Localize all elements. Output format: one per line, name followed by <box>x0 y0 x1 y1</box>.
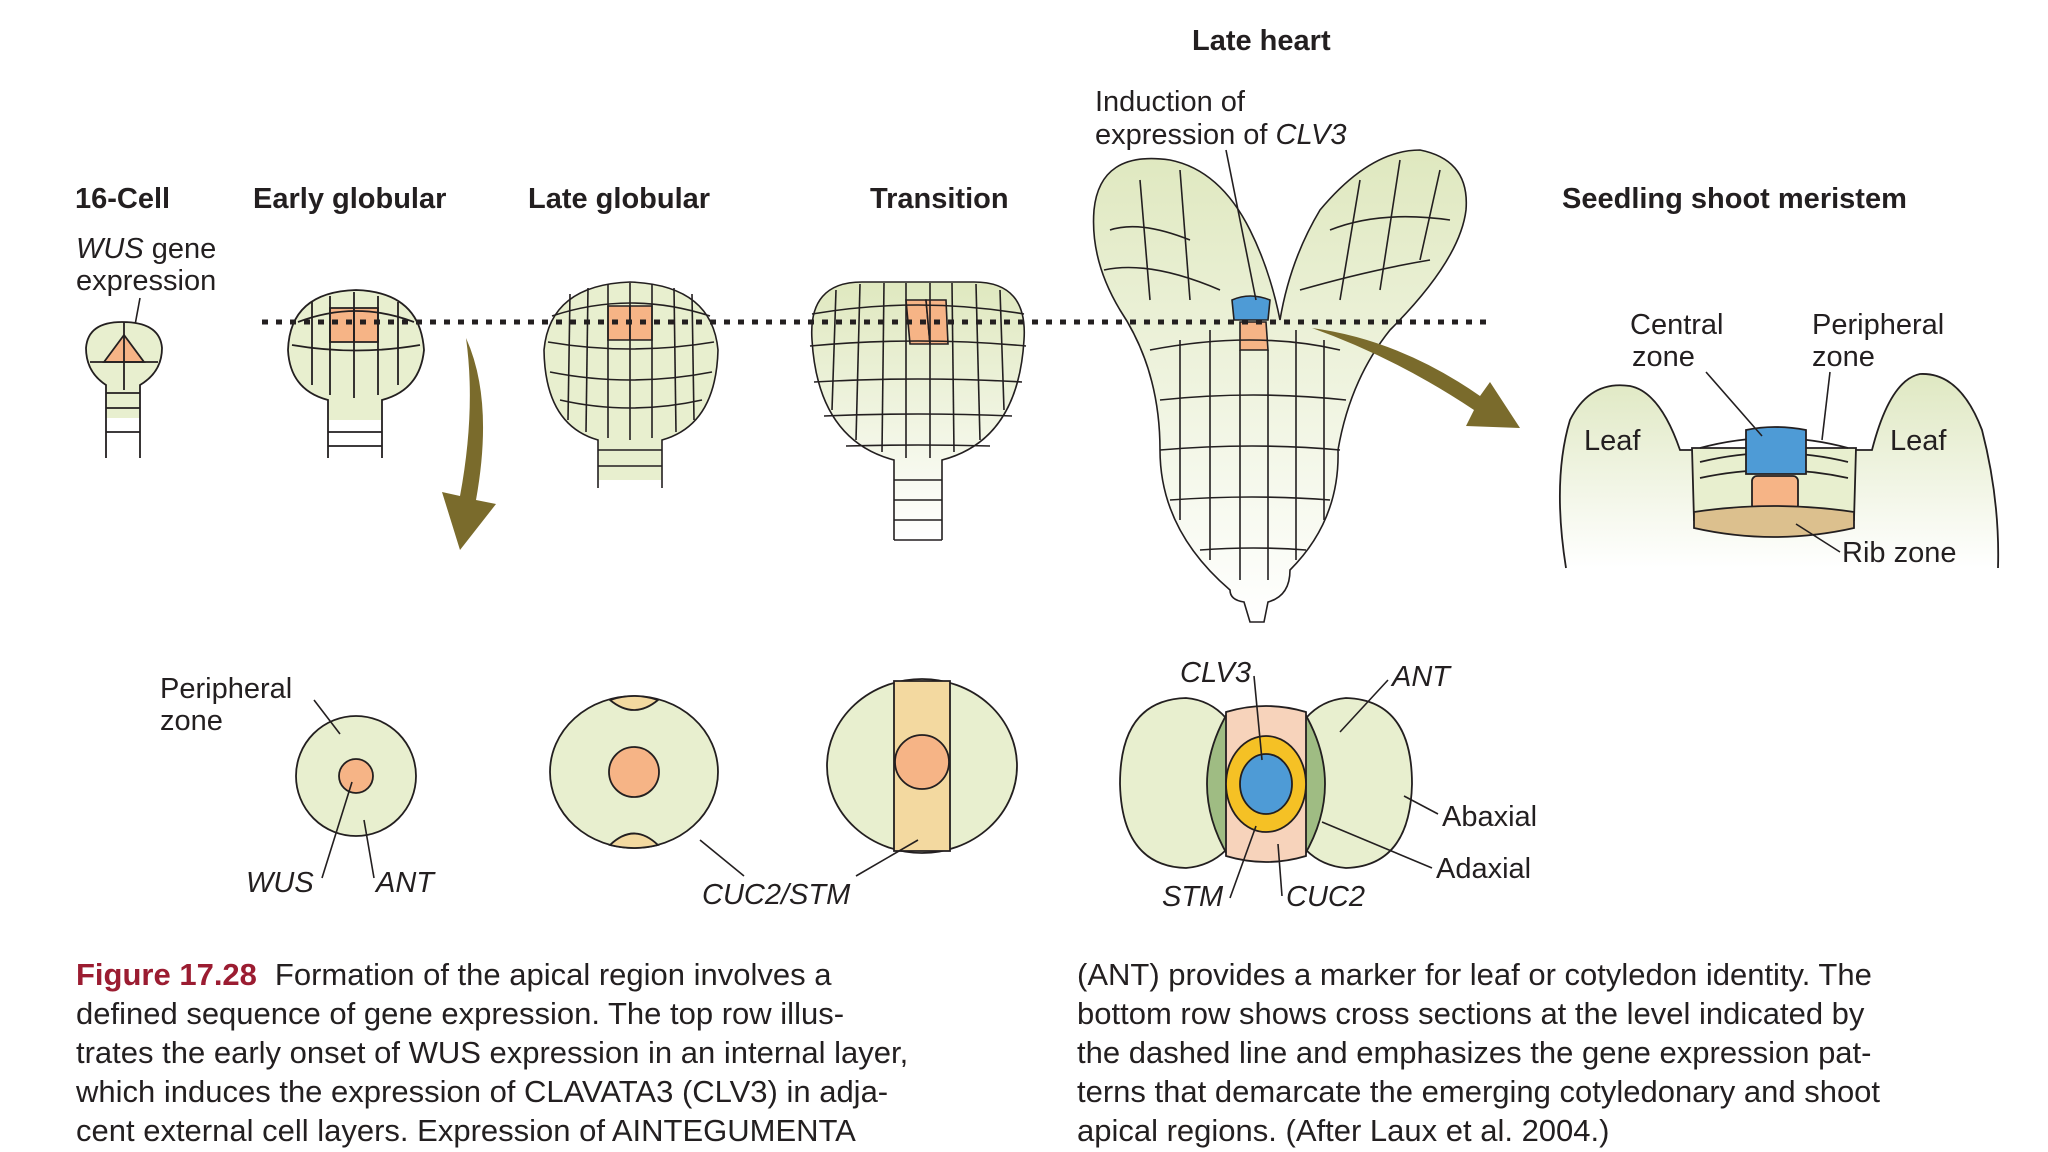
seedling-shoot-meristem <box>1558 373 2000 569</box>
embryo-late-heart <box>1092 149 1468 623</box>
stage-early-globular: Early globular <box>253 183 446 215</box>
rib-zone-leader <box>1795 523 1841 553</box>
cuc2-leader <box>1277 843 1283 897</box>
leaf-label-right: Leaf <box>1890 425 1947 457</box>
cross-section-early-globular <box>295 715 417 837</box>
figure-number: Figure 17.28 <box>76 957 257 992</box>
clv3-label: CLV3 <box>1180 657 1251 689</box>
induction-leader-line <box>1225 149 1257 301</box>
central-zone-leader <box>1705 371 1763 437</box>
stage-late-globular: Late globular <box>528 183 710 215</box>
adaxial-label: Adaxial <box>1436 853 1531 885</box>
caption-line-3: trates the early onset of WUS expression… <box>76 1035 909 1070</box>
induction-label-1: Induction of <box>1095 86 1246 118</box>
abaxial-leader <box>1403 795 1439 815</box>
ant-label-2: ANT <box>1390 661 1452 693</box>
cuc2-stm-label: CUC2/STM <box>702 879 851 911</box>
adaxial-leader <box>1321 821 1433 869</box>
clv3-leader <box>1253 675 1263 761</box>
leaf-label-left: Leaf <box>1584 425 1641 457</box>
stage-transition: Transition <box>870 183 1009 215</box>
central-zone-label-1: Central <box>1630 309 1724 341</box>
embryo-early-globular <box>287 289 425 458</box>
wus-gene-expression-label: WUS gene <box>76 233 216 265</box>
caption-line-6: (ANT) provides a marker for leaf or coty… <box>1077 957 1872 992</box>
caption-line-9: terns that demarcate the emerging cotyle… <box>1077 1074 1881 1109</box>
embryo-transition <box>809 281 1027 541</box>
rib-zone-label: Rib zone <box>1842 537 1956 569</box>
stage-seedling-shoot-meristem: Seedling shoot meristem <box>1562 183 1907 215</box>
wus-label: WUS <box>246 867 314 899</box>
cs-peripheral-zone-label-2: zone <box>160 705 223 737</box>
abaxial-label: Abaxial <box>1442 801 1537 833</box>
peripheral-zone-label-2: zone <box>1812 341 1875 373</box>
cs-peripheral-zone-label-1: Peripheral <box>160 673 292 705</box>
caption-right-column: (ANT) provides a marker for leaf or coty… <box>1077 955 2027 1150</box>
peripheral-zone-leader <box>1821 371 1831 441</box>
induction-label-2: expression of CLV3 <box>1095 119 1347 151</box>
embryo-16-cell <box>85 321 163 458</box>
ant-leader-2 <box>1339 679 1389 733</box>
cross-section-late-globular <box>549 695 719 849</box>
ant-leader <box>363 819 375 879</box>
cuc2-stm-leader-1 <box>699 839 745 877</box>
cross-section-late-heart <box>1119 697 1413 869</box>
right-arrow <box>1312 328 1520 428</box>
cuc2-stm-leader-2 <box>855 839 919 877</box>
stm-leader <box>1229 825 1257 899</box>
cuc2-label: CUC2 <box>1286 881 1365 913</box>
caption-line-8: the dashed line and emphasizes the gene … <box>1077 1035 1872 1070</box>
cross-section-transition <box>826 678 1018 854</box>
embryo-late-globular <box>543 281 719 488</box>
ant-label: ANT <box>374 867 436 899</box>
stage-late-heart: Late heart <box>1192 25 1331 57</box>
caption-line-5: cent external cell layers. Expression of… <box>76 1113 856 1148</box>
wus-leader <box>321 781 353 879</box>
wus-gene-expression-label-2: expression <box>76 265 216 297</box>
caption-line-7: bottom row shows cross sections at the l… <box>1077 996 1865 1031</box>
down-arrow <box>442 338 496 550</box>
central-zone-label-2: zone <box>1632 341 1695 373</box>
caption-line-2: defined sequence of gene expression. The… <box>76 996 845 1031</box>
peripheral-zone-label-1: Peripheral <box>1812 309 1944 341</box>
stage-16-cell: 16-Cell <box>75 183 170 215</box>
caption-line-4: which induces the expression of CLAVATA3… <box>76 1074 889 1109</box>
caption-line-10: apical regions. (After Laux et al. 2004.… <box>1077 1113 1610 1148</box>
cs-peripheral-leader <box>313 699 341 735</box>
stm-label: STM <box>1162 881 1224 913</box>
